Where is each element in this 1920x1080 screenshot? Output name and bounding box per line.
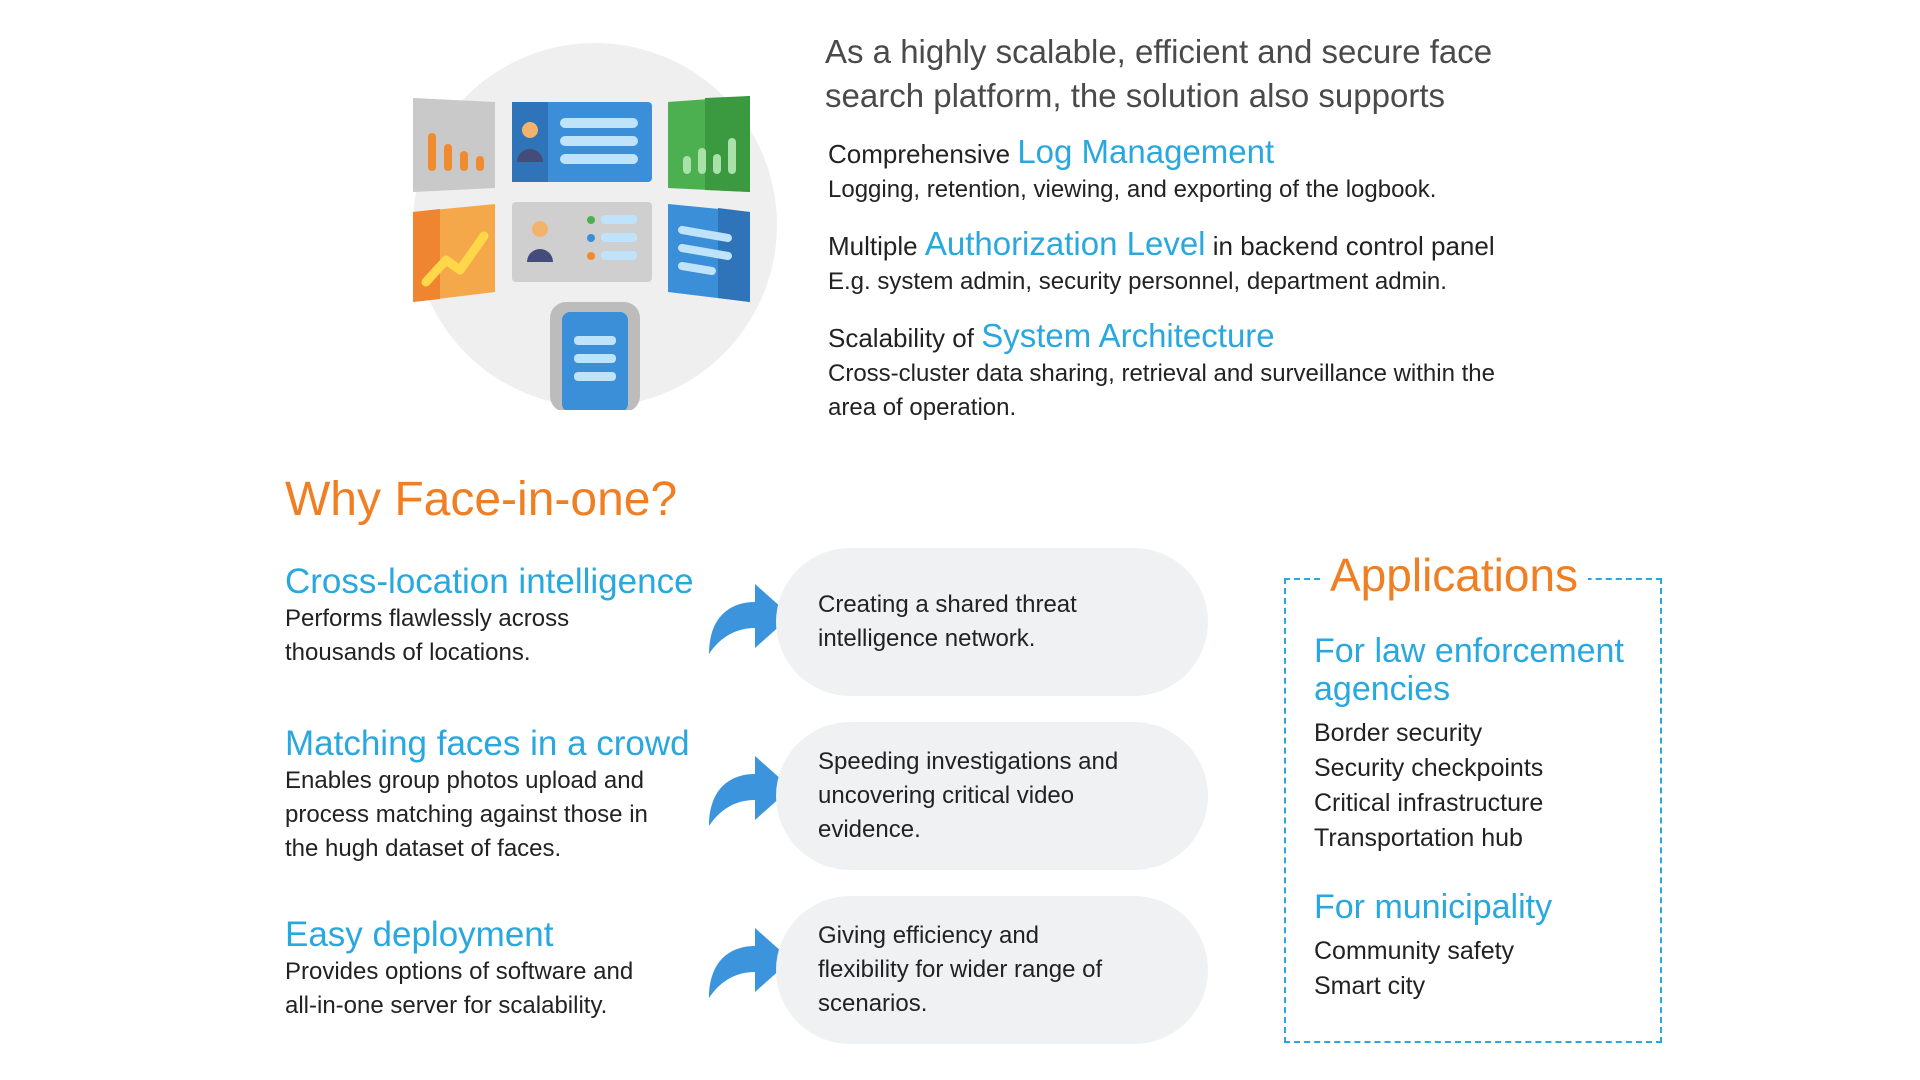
benefit-line: intelligence network. (818, 625, 1036, 652)
benefit-text: Speeding investigations and uncovering c… (818, 745, 1178, 847)
curved-arrow-icon (709, 584, 791, 654)
why-item-desc-line: Performs flawlessly across (285, 605, 570, 632)
dashboard-illustration (413, 43, 777, 410)
why-item-desc-line: Enables group photos upload and (285, 767, 644, 794)
feature-accent: System Architecture (981, 317, 1275, 354)
why-item-cross-location: Cross-location intelligence Performs fla… (285, 562, 705, 670)
feature-log-management: Comprehensive Log Management Logging, re… (828, 133, 1648, 207)
benefit-line: scenarios. (818, 990, 928, 1017)
applications-section-title: For municipality (1314, 888, 1553, 926)
why-item-title: Matching faces in a crowd (285, 724, 690, 763)
green-chart-panel-icon (668, 96, 750, 192)
benefit-bubble: Giving efficiency and flexibility for wi… (776, 896, 1208, 1044)
applications-list-item: Border security (1314, 719, 1483, 747)
benefit-text: Creating a shared threat intelligence ne… (818, 588, 1178, 656)
why-item-desc-line: Provides options of software and (285, 958, 634, 985)
feature-system-architecture: Scalability of System Architecture Cross… (828, 317, 1648, 425)
applications-list-item: Smart city (1314, 972, 1426, 1000)
benefit-line: uncovering critical video (818, 782, 1075, 809)
feature-suffix: in backend control panel (1212, 231, 1495, 261)
why-item-matching-faces: Matching faces in a crowd Enables group … (285, 724, 705, 866)
benefit-line: evidence. (818, 816, 921, 843)
trend-chart-panel-icon (413, 204, 495, 302)
bar-chart-panel-icon (413, 98, 495, 192)
curved-arrow-icon (709, 756, 791, 826)
why-item-desc-line: process matching against those in (285, 801, 648, 828)
applications-section-title-line: For law enforcement (1314, 632, 1624, 670)
feature-heading: Comprehensive Log Management (828, 133, 1648, 171)
intro-lead-line-1: As a highly scalable, efficient and secu… (825, 33, 1493, 70)
why-item-desc-line: the hugh dataset of faces. (285, 835, 562, 862)
feature-description-line-2: area of operation. (828, 394, 1017, 421)
feature-heading: Scalability of System Architecture (828, 317, 1648, 355)
feature-prefix: Multiple (828, 231, 918, 261)
list-panel-icon (512, 202, 652, 282)
mobile-phone-icon (550, 302, 640, 410)
why-item-desc-line: thousands of locations. (285, 639, 531, 666)
profile-card-icon (512, 102, 652, 182)
feature-description: E.g. system admin, security personnel, d… (828, 268, 1447, 295)
feature-prefix: Comprehensive (828, 139, 1011, 169)
why-title: Why Face-in-one? (285, 473, 678, 526)
feature-description-line-1: Cross-cluster data sharing, retrieval an… (828, 360, 1495, 387)
applications-municipality: For municipality Community safety Smart … (1314, 888, 1654, 1004)
document-panel-icon (668, 204, 750, 302)
why-item-title: Easy deployment (285, 915, 554, 954)
intro-lead-line-2: search platform, the solution also suppo… (825, 77, 1445, 114)
applications-list: Border security Security checkpoints Cri… (1314, 716, 1654, 856)
benefit-bubble: Creating a shared threat intelligence ne… (776, 548, 1208, 696)
benefit-line: Creating a shared threat (818, 591, 1077, 618)
feature-heading: Multiple Authorization Level in backend … (828, 225, 1648, 263)
curved-arrow-icon (709, 928, 791, 998)
applications-title: Applications (1320, 548, 1589, 602)
applications-list: Community safety Smart city (1314, 934, 1654, 1004)
applications-law-enforcement: For law enforcement agencies Border secu… (1314, 632, 1654, 856)
feature-accent: Log Management (1017, 133, 1275, 170)
intro-lead: As a highly scalable, efficient and secu… (825, 30, 1525, 118)
benefit-line: flexibility for wider range of (818, 956, 1103, 983)
feature-authorization-level: Multiple Authorization Level in backend … (828, 225, 1648, 299)
applications-list-item: Transportation hub (1314, 824, 1523, 852)
why-item-desc-line: all-in-one server for scalability. (285, 992, 608, 1019)
why-item-title: Cross-location intelligence (285, 562, 694, 601)
benefit-line: Speeding investigations and (818, 748, 1119, 775)
applications-section-title-line: agencies (1314, 670, 1451, 708)
applications-list-item: Security checkpoints (1314, 754, 1544, 782)
feature-prefix: Scalability of (828, 323, 974, 353)
benefit-text: Giving efficiency and flexibility for wi… (818, 919, 1178, 1021)
benefit-line: Giving efficiency and (818, 922, 1040, 949)
benefit-bubble: Speeding investigations and uncovering c… (776, 722, 1208, 870)
applications-list-item: Critical infrastructure (1314, 789, 1544, 817)
applications-list-item: Community safety (1314, 937, 1515, 965)
feature-description: Logging, retention, viewing, and exporti… (828, 176, 1437, 203)
feature-accent: Authorization Level (924, 225, 1206, 262)
why-item-easy-deployment: Easy deployment Provides options of soft… (285, 915, 705, 1023)
